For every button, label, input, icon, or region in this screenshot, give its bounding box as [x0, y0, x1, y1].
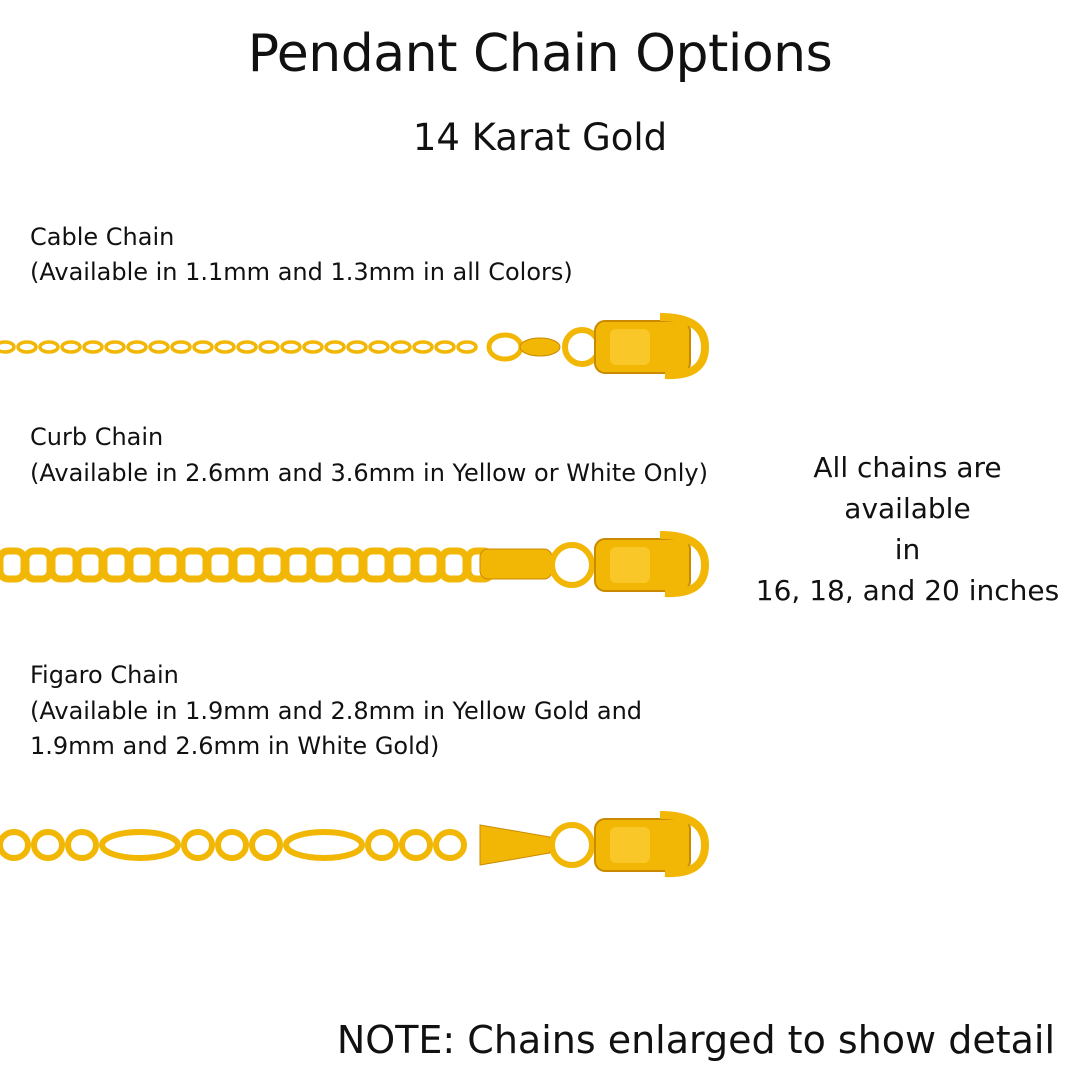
- chain-link: [152, 547, 184, 583]
- curb-chain-image: [0, 531, 710, 598]
- chain-link: [126, 340, 148, 354]
- curb-chain-title: Curb Chain: [30, 423, 164, 451]
- lengths-note-line: available: [844, 492, 971, 525]
- clasp-highlight: [610, 827, 650, 863]
- figaro-chain-title: Figaro Chain: [30, 661, 179, 689]
- clasp-hook: [659, 313, 710, 380]
- chain-link: [236, 340, 258, 354]
- jump-ring: [562, 327, 602, 367]
- chain-link: [230, 547, 262, 583]
- chain-link: [334, 547, 366, 583]
- chain-link: [31, 829, 65, 861]
- chain-link: [82, 340, 104, 354]
- chain-link: [433, 829, 467, 861]
- chain-link: [74, 547, 106, 583]
- lengths-note: All chains are available in 16, 18, and …: [750, 447, 1065, 611]
- cable-chain-availability: (Available in 1.1mm and 1.3mm in all Col…: [30, 258, 573, 286]
- end-cap: [479, 824, 551, 866]
- chain-link: [256, 547, 288, 583]
- chain-link: [48, 547, 80, 583]
- chain-link: [399, 829, 433, 861]
- chain-link: [434, 340, 456, 354]
- chain-link: [104, 340, 126, 354]
- lengths-note-line: 16, 18, and 20 inches: [755, 574, 1060, 607]
- chain-link: [346, 340, 368, 354]
- clasp-hook: [659, 811, 710, 878]
- chain-link: [22, 547, 54, 583]
- chain-link: [99, 829, 181, 861]
- chain-link: [181, 829, 215, 861]
- chain-link: [438, 547, 470, 583]
- chain-link: [0, 547, 28, 583]
- chain-link: [126, 547, 158, 583]
- jump-ring: [549, 822, 595, 868]
- chain-link: [0, 340, 16, 354]
- chain-link: [282, 547, 314, 583]
- chain-link: [324, 340, 346, 354]
- chain-link: [178, 547, 210, 583]
- chain-link: [360, 547, 392, 583]
- footer-note: NOTE: Chains enlarged to show detail: [336, 1018, 1055, 1062]
- cable-chain-title: Cable Chain: [30, 223, 175, 251]
- page-subtitle: 14 Karat Gold: [412, 116, 668, 159]
- chain-link: [100, 547, 132, 583]
- chain-link: [214, 340, 236, 354]
- end-ring: [486, 332, 524, 362]
- chain-link: [192, 340, 214, 354]
- chain-link: [16, 340, 38, 354]
- chain-link: [204, 547, 236, 583]
- clasp-hook: [659, 531, 710, 598]
- chain-link: [258, 340, 280, 354]
- chain-link: [60, 340, 82, 354]
- chain-link: [365, 829, 399, 861]
- chain-link: [283, 829, 365, 861]
- chain-link: [280, 340, 302, 354]
- chain-link: [386, 547, 418, 583]
- chain-link: [170, 340, 192, 354]
- figaro-chain-availability-line2: 1.9mm and 2.6mm in White Gold): [30, 732, 440, 760]
- lengths-note-line: All chains are: [813, 451, 1002, 484]
- chain-link: [38, 340, 60, 354]
- clasp-highlight: [610, 547, 650, 583]
- curb-chain-availability: (Available in 2.6mm and 3.6mm in Yellow …: [30, 459, 708, 487]
- chain-link: [302, 340, 324, 354]
- chain-link: [0, 829, 31, 861]
- page-title: Pendant Chain Options: [247, 24, 833, 84]
- chain-link: [215, 829, 249, 861]
- figaro-chain-image: [0, 811, 710, 878]
- cable-chain-image: [0, 313, 710, 380]
- chain-link: [412, 547, 444, 583]
- chain-link: [456, 340, 478, 354]
- figaro-chain-availability-line1: (Available in 1.9mm and 2.8mm in Yellow …: [30, 697, 643, 725]
- chain-link: [148, 340, 170, 354]
- chain-link: [368, 340, 390, 354]
- clasp-highlight: [610, 329, 650, 365]
- chain-link: [65, 829, 99, 861]
- lengths-note-line: in: [894, 533, 921, 566]
- end-cap: [479, 548, 553, 580]
- chain-link: [249, 829, 283, 861]
- chain-link: [308, 547, 340, 583]
- chain-link: [412, 340, 434, 354]
- end-cap: [519, 337, 561, 357]
- chain-link: [390, 340, 412, 354]
- jump-ring: [549, 542, 595, 588]
